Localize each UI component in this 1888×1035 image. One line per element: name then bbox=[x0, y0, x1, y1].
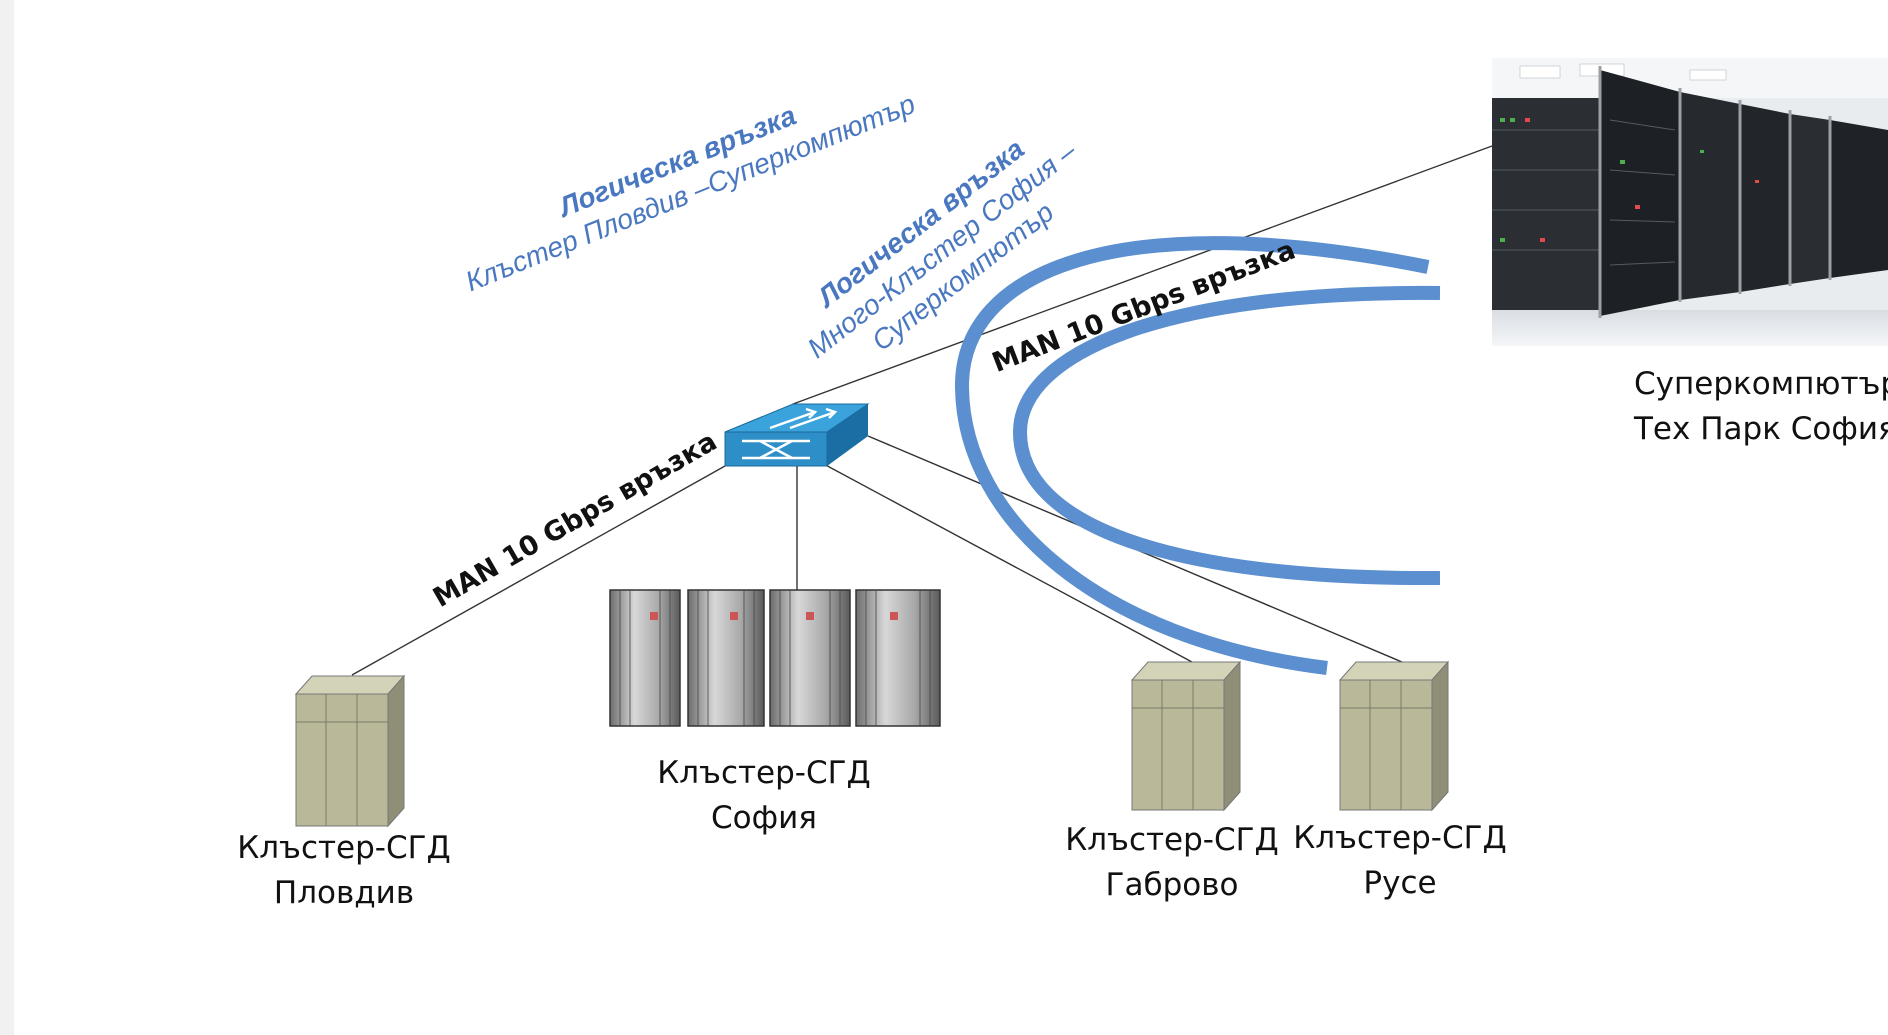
link-switch-plovdiv bbox=[351, 465, 726, 676]
logical-links bbox=[954, 236, 1441, 675]
left-edge-shade bbox=[0, 0, 14, 1035]
supercomputer-datacenter-image bbox=[1492, 58, 1888, 346]
network-switch-icon bbox=[724, 403, 870, 467]
server-icon-ruse bbox=[1338, 660, 1450, 812]
node-label-line: Клъстер-СГД bbox=[1065, 822, 1279, 858]
node-label-line: Пловдив bbox=[273, 875, 415, 911]
node-label-line: София bbox=[711, 800, 817, 836]
node-label-line: Клъстер-СГД bbox=[657, 755, 871, 791]
node-label-line: Клъстер-СГД bbox=[1293, 820, 1507, 856]
link-switch-gabrovo bbox=[819, 461, 1193, 663]
rack-cluster-icon-sofia bbox=[609, 589, 941, 727]
link-switch-supercomputer bbox=[792, 145, 1493, 405]
server-icon-plovdiv bbox=[294, 674, 406, 828]
server-icon-gabrovo bbox=[1130, 660, 1242, 812]
logical-arc-sofia bbox=[1012, 285, 1441, 586]
node-label-plovdiv: Клъстер-СГД Пловдив bbox=[234, 826, 454, 916]
node-label-line: Русе bbox=[1363, 865, 1437, 901]
node-label-line: Тех Парк София bbox=[1634, 411, 1888, 447]
node-label-ruse: Клъстер-СГД Русе bbox=[1290, 816, 1510, 906]
node-label-line: Клъстер-СГД bbox=[237, 830, 451, 866]
node-label-line: Суперкомпютър bbox=[1634, 366, 1888, 402]
node-label-line: Габрово bbox=[1105, 867, 1239, 903]
node-label-sofia: Клъстер-СГД София bbox=[654, 751, 874, 841]
node-label-supercomputer: Суперкомпютър Тех Парк София bbox=[1634, 362, 1888, 452]
logical-arc-plovdiv bbox=[954, 236, 1430, 675]
node-label-gabrovo: Клъстер-СГД Габрово bbox=[1062, 818, 1282, 908]
